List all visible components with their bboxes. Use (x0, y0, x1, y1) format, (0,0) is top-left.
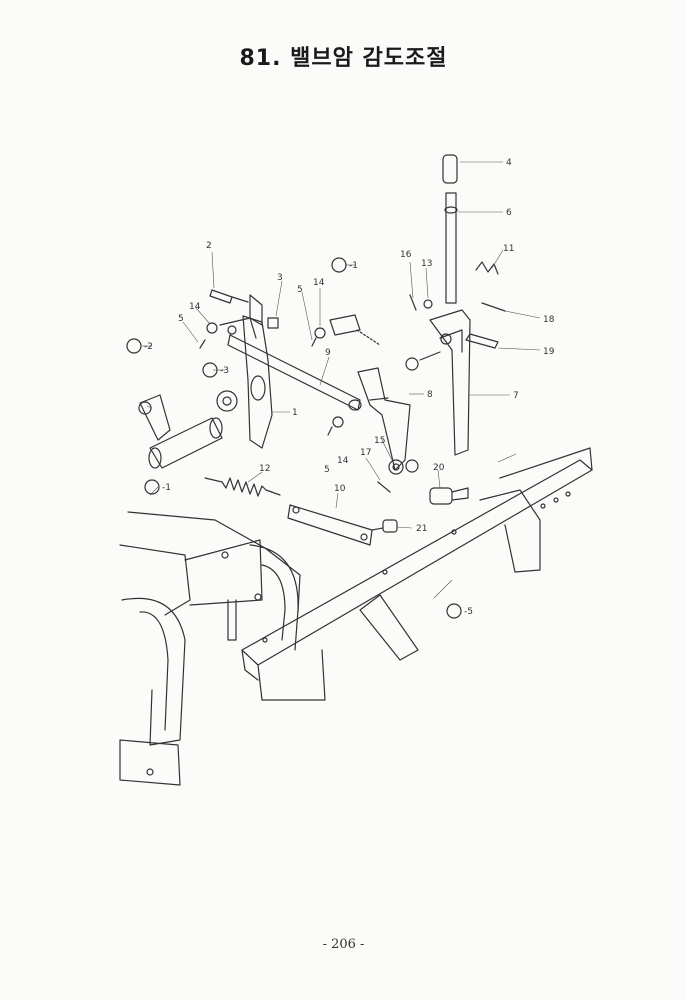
callout-6: 6 (506, 208, 512, 218)
callout-5-top: 5 (297, 285, 303, 295)
callout-14-top: 14 (313, 278, 325, 288)
callout-11: 11 (503, 244, 514, 254)
link-9 (227, 334, 362, 411)
shaft-assembly (138, 390, 238, 469)
ref-balloon-rail-5: -5 (446, 603, 473, 619)
ref-balloon-left-2: -2 (126, 338, 153, 354)
ref-balloon-label: -1 (349, 261, 358, 271)
leader-lines (142, 161, 541, 599)
callout-2: 2 (206, 241, 212, 251)
ref-balloon-frame-1: -1 (144, 479, 171, 495)
callout-15: 15 (374, 436, 385, 446)
washers (199, 294, 433, 493)
callout-18: 18 (543, 315, 555, 325)
screw-19 (465, 333, 499, 349)
spring-11 (475, 261, 499, 275)
arm-7 (429, 309, 471, 456)
callout-13: 13 (421, 259, 432, 269)
callout-10: 10 (334, 484, 346, 494)
callout-19: 19 (543, 347, 555, 357)
callout-21: 21 (416, 524, 427, 534)
ref-balloon-left-3: -3 (202, 362, 229, 378)
callout-16: 16 (400, 250, 412, 260)
base-rail (241, 447, 593, 701)
callout-17: 17 (360, 448, 371, 458)
callout-4: 4 (506, 158, 512, 168)
callout-9: 9 (325, 348, 331, 358)
callout-5-mid: 5 (324, 465, 330, 475)
callout-20: 20 (433, 463, 445, 473)
screw-18 (481, 302, 506, 312)
callout-1: 1 (292, 408, 298, 418)
callout-12: 12 (259, 464, 270, 474)
screw-A (405, 351, 441, 371)
callout-14-mid: 14 (337, 456, 349, 466)
ref-balloon-top-1: -1 (331, 257, 358, 273)
callout-7: 7 (513, 391, 519, 401)
callouts: 4 6 11 16 13 18 19 7 2 3 5 14 9 9 1 14 5… (178, 158, 555, 534)
plate-10 (287, 504, 373, 546)
page-title: 81. 밸브암 감도조절 (239, 46, 448, 71)
callout-14-left: 14 (189, 302, 201, 312)
lever-1 (219, 315, 273, 449)
vertical-shaft-4 (442, 154, 458, 304)
ref-balloon-label: -2 (144, 342, 153, 352)
ref-balloon-label: -5 (464, 607, 473, 617)
page-number: - 206 - (322, 937, 365, 952)
spring-12 (204, 477, 281, 497)
callout-3: 3 (277, 273, 283, 283)
bolt-2 (209, 289, 279, 329)
screw-21 (371, 519, 398, 533)
ref-balloon-label: -3 (220, 366, 229, 376)
callout-8: 8 (427, 390, 433, 400)
block-9-1 (329, 314, 381, 346)
pin-20 (429, 487, 469, 505)
machine-frame (119, 511, 301, 786)
link-8 (357, 367, 419, 475)
ref-balloon-label: -1 (162, 483, 171, 493)
callout-5-left: 5 (178, 314, 184, 324)
